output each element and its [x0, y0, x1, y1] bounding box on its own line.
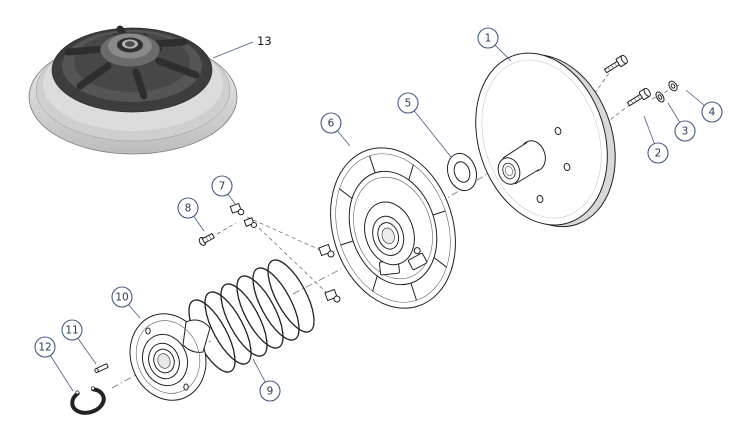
retaining-ring [70, 386, 106, 415]
callout-6-number: 6 [328, 118, 335, 130]
screw [198, 232, 215, 246]
spider-ribs [338, 155, 448, 301]
spider-sheave [318, 147, 456, 309]
disc-hub-holes [536, 126, 571, 204]
sheave-disc [475, 52, 616, 228]
spider-rim-clip-a [318, 243, 335, 258]
callout-5-number: 5 [405, 98, 412, 110]
bolt-upper [603, 54, 628, 74]
callout-9-number: 9 [267, 386, 274, 398]
callout-13-number: 13 [257, 34, 272, 48]
pin [94, 363, 109, 373]
callout-2-number: 2 [655, 148, 662, 160]
callout-4: 4 [685, 89, 723, 123]
callout-11: 11 [61, 319, 97, 365]
assembled-clutch [28, 25, 238, 155]
nut [668, 80, 678, 92]
callout-6: 6 [320, 112, 351, 147]
callout-7-number: 7 [219, 181, 226, 193]
callout-1-number: 1 [485, 33, 492, 45]
roller-clip-parts [229, 202, 257, 228]
callout-4-number: 4 [709, 107, 716, 119]
callout-8-number: 8 [185, 203, 192, 215]
callout-11-number: 11 [65, 325, 78, 337]
callout-13: 13 [212, 34, 272, 59]
shim-washer [446, 152, 478, 192]
callout-5: 5 [397, 92, 452, 158]
washer-small [655, 91, 665, 103]
disc-hub-tube [497, 140, 546, 185]
callout-10: 10 [111, 286, 141, 319]
callout-9: 9 [252, 358, 281, 402]
spider-rim-clip-b [324, 288, 341, 303]
callout-1: 1 [477, 27, 512, 62]
bolt-lower [626, 87, 651, 107]
callout-2: 2 [643, 115, 669, 164]
callout-3: 3 [667, 102, 696, 142]
callout-3-number: 3 [682, 126, 689, 138]
callout-7: 7 [211, 175, 237, 206]
spider-arms [64, 25, 200, 100]
callout-8: 8 [177, 197, 205, 232]
callout-12: 12 [34, 336, 74, 392]
callout-10-number: 10 [115, 292, 128, 304]
cam-cup [129, 313, 211, 401]
callout-12-number: 12 [38, 342, 51, 354]
